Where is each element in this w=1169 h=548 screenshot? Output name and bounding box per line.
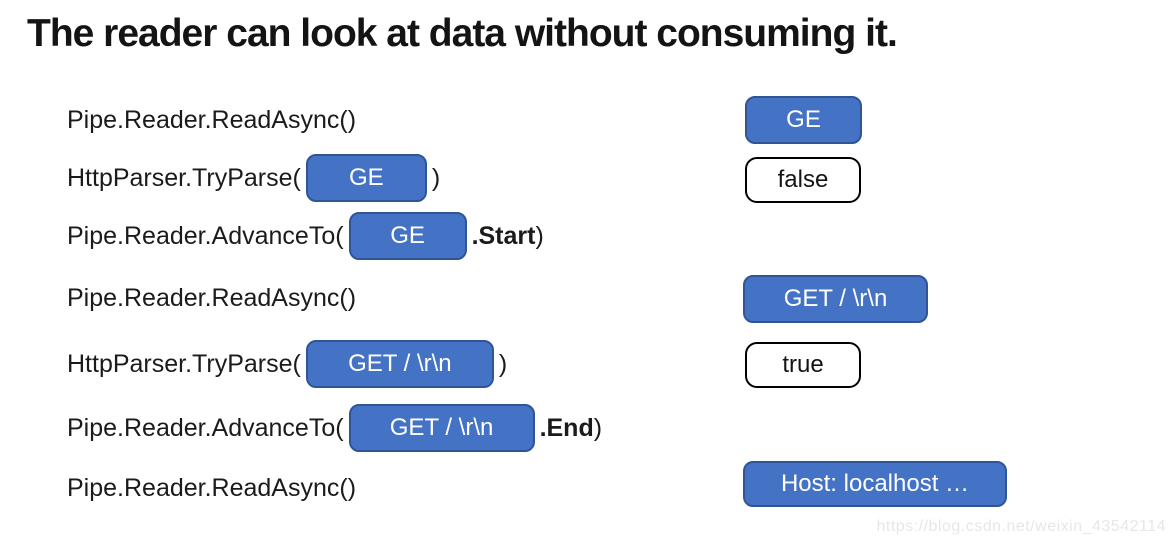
buffer-label: GE — [349, 164, 384, 191]
code-text: Pipe.Reader.ReadAsync() — [67, 105, 357, 134]
buffer-label: GET / \r\n — [348, 350, 452, 377]
result-buffer-box: Host: localhost … — [743, 461, 1007, 507]
code-text: ) — [498, 349, 508, 378]
result-buffer-box: GE — [745, 96, 862, 144]
code-text: Pipe.Reader.ReadAsync() — [67, 283, 357, 312]
page-title: The reader can look at data without cons… — [27, 12, 898, 55]
position-ref-text: .End — [539, 413, 594, 442]
buffer-label: GE — [390, 222, 425, 249]
code-text: ) — [431, 163, 441, 192]
code-row-try-parse-1: HttpParser.TryParse( GE ) — [67, 152, 440, 204]
result-value-box: true — [745, 342, 861, 388]
value-label: true — [782, 351, 824, 378]
buffer-chip: GET / \r\n — [305, 340, 494, 388]
code-row-read-async-3: Pipe.Reader.ReadAsync() — [67, 462, 356, 514]
result-buffer-box: GET / \r\n — [743, 275, 928, 323]
code-text: Pipe.Reader.AdvanceTo( — [67, 413, 344, 442]
result-value-box: false — [745, 157, 861, 203]
buffer-chip: GET / \r\n — [348, 404, 535, 452]
position-ref-text: .Start — [471, 221, 536, 250]
buffer-label: GET / \r\n — [389, 414, 494, 441]
code-text: ) — [535, 221, 544, 250]
value-label: false — [777, 166, 829, 193]
buffer-label: GET / \r\n — [783, 285, 888, 312]
code-text: HttpParser.TryParse( — [67, 163, 301, 192]
code-row-advance-to-2: Pipe.Reader.AdvanceTo( GET / \r\n .End ) — [67, 402, 602, 454]
code-row-try-parse-2: HttpParser.TryParse( GET / \r\n ) — [67, 338, 507, 390]
code-text: HttpParser.TryParse( — [67, 349, 301, 378]
code-text: ) — [593, 413, 603, 442]
code-text: Pipe.Reader.ReadAsync() — [67, 473, 357, 502]
code-row-advance-to-1: Pipe.Reader.AdvanceTo( GE .Start ) — [67, 210, 544, 262]
code-text: Pipe.Reader.AdvanceTo( — [67, 221, 344, 250]
buffer-chip: GE — [348, 212, 467, 260]
buffer-label: GE — [786, 106, 821, 133]
buffer-label: Host: localhost … — [780, 470, 970, 497]
code-row-read-async-2: Pipe.Reader.ReadAsync() — [67, 272, 356, 324]
buffer-chip: GE — [305, 154, 427, 202]
watermark-text: https://blog.csdn.net/weixin_43542114 — [876, 518, 1166, 535]
code-row-read-async-1: Pipe.Reader.ReadAsync() — [67, 94, 356, 146]
